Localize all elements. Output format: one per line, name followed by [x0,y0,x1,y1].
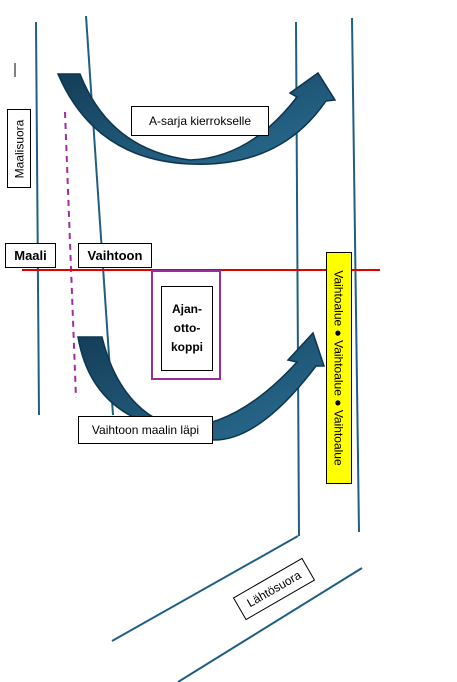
lap-label: A-sarja kierrokselle [131,106,269,136]
track-line-bottom-inner [111,535,299,642]
exchange-through-finish-label: Vaihtoon maalin läpi [78,416,213,444]
exchange-through-finish-arrow [77,331,326,441]
exchange-zone-label: Vaihtoalue ● Vaihtoalue ● Vaihtoalue [326,252,352,484]
lap-arrow [56,71,337,165]
track-line-bottom-outer [177,567,363,682]
track-line-left-inner [85,15,114,416]
track-line-right-outer [351,17,360,533]
finish-label: Maali [5,243,56,268]
track-line-left-outer [35,21,40,416]
to-exchange-label: Vaihtoon [78,243,152,268]
timing-booth-label: Ajan- otto- koppi [161,286,213,371]
timing-booth-outline [151,270,221,380]
finish-straight-label: Maalisuora [7,109,31,188]
dashed-line [64,111,77,399]
